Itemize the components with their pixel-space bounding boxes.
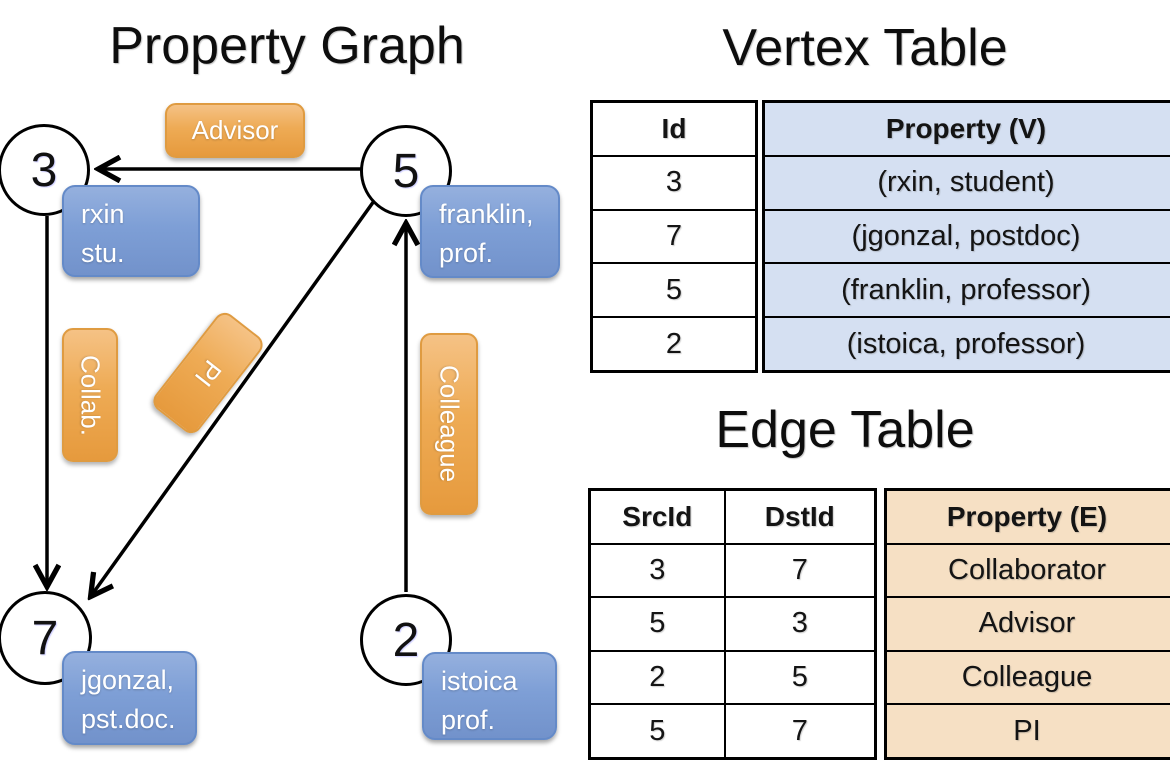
vertex-id-cell: 2 <box>665 327 683 360</box>
vertex-circle-2: 2 <box>360 594 452 686</box>
table-row: 2 <box>593 316 755 370</box>
vertex-table-property-column: Property (V) (rxin, student) (jgonzal, p… <box>762 100 1170 373</box>
table-row: 3 <box>593 154 755 209</box>
vertex-property-line: rxin <box>81 199 125 229</box>
vertex-property-line: istoica <box>441 666 518 696</box>
vertex-id-label: 3 <box>30 143 58 197</box>
edge-table-srcid-header: SrcId <box>622 500 693 532</box>
vertex-property-line: prof. <box>441 705 496 736</box>
vertex-property-cell: (franklin, professor) <box>841 273 1091 306</box>
vertex-property-box-5: franklin, prof. <box>420 185 560 278</box>
edge-property-cell: Colleague <box>961 661 1093 694</box>
edge-src-cell: 5 <box>649 607 666 640</box>
edge-dst-cell: 3 <box>723 598 874 650</box>
table-row: (istoica, professor) <box>765 316 1170 370</box>
vertex-property-cell: (rxin, student) <box>877 166 1055 199</box>
edge-table-title: Edge Table <box>715 401 975 459</box>
vertex-property-box-3: rxin stu. <box>62 185 200 277</box>
edge-dst-cell: 5 <box>723 651 874 704</box>
vertex-property-cell: (jgonzal, postdoc) <box>851 219 1081 252</box>
table-row: 5 7 <box>591 703 874 757</box>
edge-property-cell: Advisor <box>978 607 1076 640</box>
vertex-id-cell: 7 <box>665 219 683 252</box>
vertex-property-line: prof. <box>439 238 494 269</box>
table-header-row: Id <box>593 103 755 155</box>
vertex-property-line: pst.doc. <box>81 704 176 735</box>
vertex-id-label: 7 <box>31 611 59 665</box>
vertex-id-label: 5 <box>392 144 420 198</box>
vertex-id-cell: 3 <box>665 166 683 199</box>
vertex-property-line: jgonzal, <box>81 665 175 695</box>
edge-dst-cell: 7 <box>723 705 874 757</box>
table-row: 3 7 <box>591 542 874 597</box>
table-row: Collaborator <box>887 542 1170 597</box>
edge-src-cell: 3 <box>649 553 666 586</box>
edge-src-cell: 5 <box>649 714 666 747</box>
edge-label-colleague: Colleague <box>420 333 478 515</box>
vertex-table-id-header: Id <box>661 112 687 144</box>
vertex-property-cell: (istoica, professor) <box>846 327 1086 360</box>
vertex-table-property-header: Property (V) <box>885 112 1047 144</box>
vertex-property-line: stu. <box>81 238 125 269</box>
vertex-property-box-2: istoica prof. <box>422 652 557 740</box>
table-row: 7 <box>593 208 755 263</box>
vertex-property-box-7: jgonzal, pst.doc. <box>62 651 197 745</box>
edge-table-property-column: Property (E) Collaborator Advisor Collea… <box>884 488 1170 760</box>
vertex-property-line: franklin, <box>439 199 534 229</box>
table-row: 5 <box>593 262 755 316</box>
edge-src-cell: 2 <box>649 661 666 694</box>
table-row: (rxin, student) <box>765 154 1170 209</box>
table-row: 5 3 <box>591 596 874 650</box>
edge-table-id-columns: SrcId DstId 3 7 5 3 2 5 5 7 <box>588 488 877 760</box>
vertex-circle-5: 5 <box>360 125 452 217</box>
edge-dst-cell: 7 <box>723 544 874 597</box>
edge-line-5-to-7-pi <box>91 199 376 596</box>
edge-label-advisor: Advisor <box>165 103 305 158</box>
edge-table-property-header: Property (E) <box>946 500 1108 532</box>
graph-edges-canvas <box>0 0 580 760</box>
vertex-id-cell: 5 <box>665 273 683 306</box>
table-row: Advisor <box>887 596 1170 650</box>
edge-table-dstid-header: DstId <box>723 491 874 543</box>
vertex-id-label: 2 <box>392 613 420 667</box>
table-header-row: Property (V) <box>765 103 1170 155</box>
table-row: PI <box>887 703 1170 757</box>
property-graph-title: Property Graph <box>109 17 465 75</box>
table-row: Colleague <box>887 649 1170 704</box>
table-header-row: Property (E) <box>887 491 1170 543</box>
table-row: (franklin, professor) <box>765 262 1170 316</box>
edge-property-cell: PI <box>1013 714 1041 747</box>
table-row: 2 5 <box>591 649 874 704</box>
edge-property-cell: Collaborator <box>948 553 1106 586</box>
vertex-table-title: Vertex Table <box>722 19 1008 77</box>
edge-label-collab: Collab. <box>62 328 118 462</box>
table-header-row: SrcId DstId <box>591 491 874 543</box>
table-row: (jgonzal, postdoc) <box>765 208 1170 263</box>
vertex-table-id-column: Id 3 7 5 2 <box>590 100 758 373</box>
